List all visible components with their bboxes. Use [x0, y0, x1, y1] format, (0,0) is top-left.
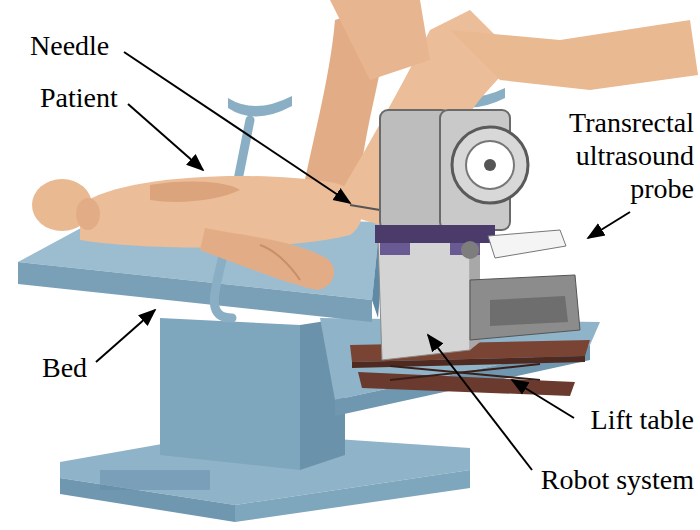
robot-system-part: [380, 243, 410, 255]
leg-support-cradle-part: [228, 96, 292, 117]
leader-line-part: [124, 52, 350, 203]
robot-system-part: [466, 141, 514, 189]
patient-figure-part: [150, 181, 240, 202]
leader-line: [96, 52, 630, 470]
bed-pedestal-part: [160, 318, 300, 470]
leader-line-part: [128, 104, 203, 170]
robot-system-part: [375, 225, 495, 243]
part-label: Transrectal ultrasound probe: [554, 106, 694, 205]
patient-figure: [32, 0, 698, 290]
part-label: Bed: [42, 352, 87, 384]
patient-figure-part: [76, 198, 100, 230]
part-label: Lift table: [591, 404, 694, 436]
robot-system: [375, 110, 580, 360]
bed-base-part: [235, 470, 470, 522]
patient-figure-part: [330, 0, 430, 80]
leader-line-part: [96, 310, 155, 362]
robot-system-part: [452, 127, 528, 203]
robot-system-part: [488, 230, 566, 258]
leader-line-part: [428, 335, 532, 470]
leader-line-part: [512, 380, 574, 418]
needle: [350, 205, 380, 210]
bed-pedestal: [160, 318, 345, 470]
lift-table-part: [390, 364, 540, 380]
robot-system-part: [461, 241, 479, 259]
patient-figure-part: [200, 228, 334, 290]
bed-base-part: [100, 470, 210, 490]
part-label: Patient: [40, 82, 118, 114]
robot-system-part: [484, 159, 496, 171]
part-label: Needle: [30, 30, 109, 62]
patient-figure-part: [260, 245, 300, 280]
robot-system-part: [378, 238, 470, 360]
leader-line-part: [588, 212, 630, 238]
robot-system-part: [470, 275, 580, 340]
robot-system-part: [490, 296, 568, 326]
part-label: Robot system: [541, 464, 694, 496]
patient-figure-part: [450, 20, 698, 90]
